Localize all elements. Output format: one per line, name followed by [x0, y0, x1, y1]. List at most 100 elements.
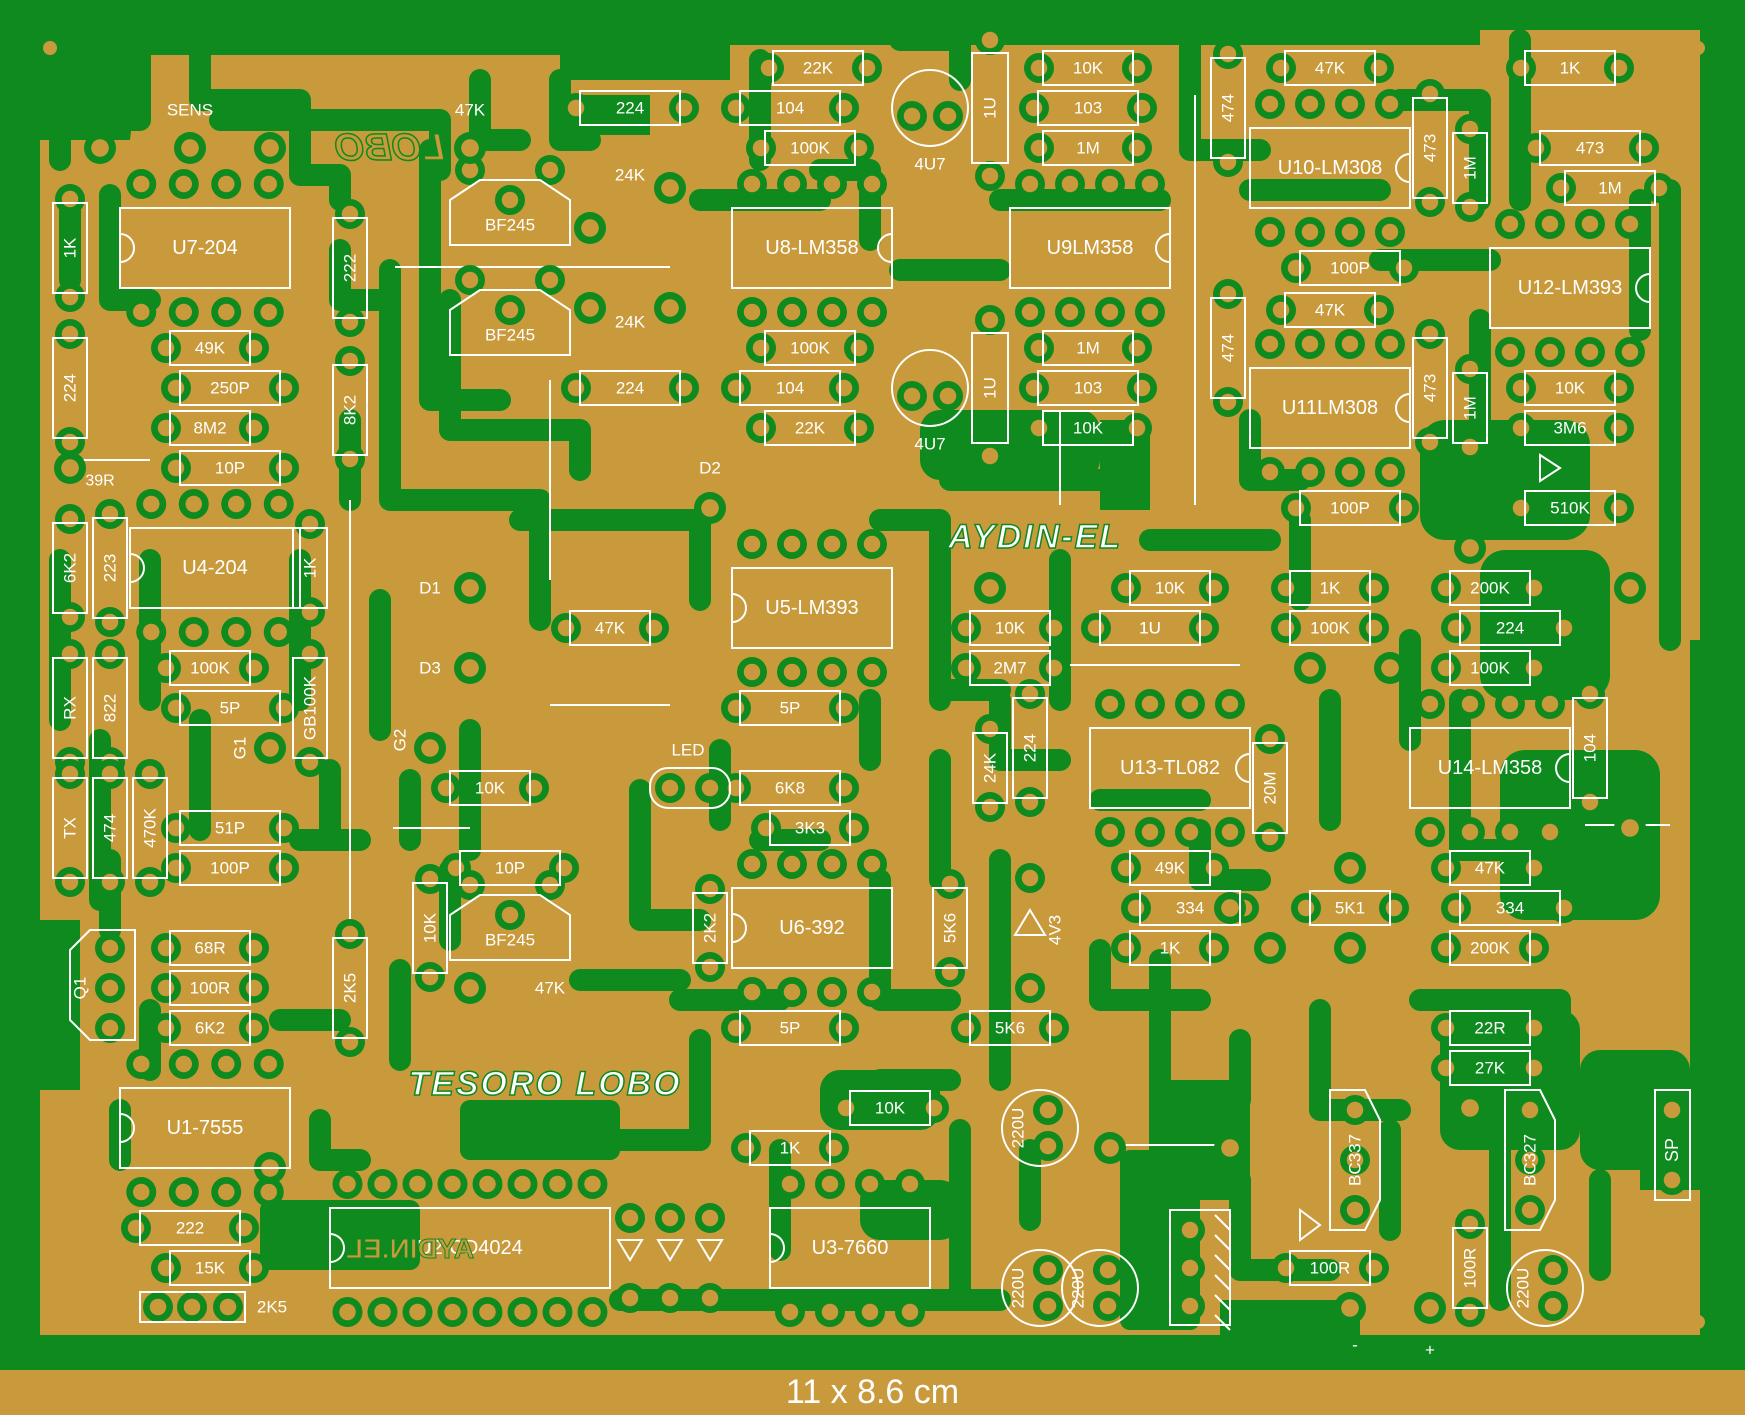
pad-hole	[1030, 59, 1048, 77]
cap220_b-body	[1001, 1249, 1079, 1327]
r6k2_b-body	[169, 1010, 251, 1046]
c104_c-label: 104	[1581, 734, 1600, 762]
r100k_c-body	[169, 650, 251, 686]
r47k_b-label: 47K	[1315, 301, 1346, 320]
pad-hole	[245, 1259, 263, 1277]
pad-hole	[167, 699, 185, 717]
pad-hole	[1128, 139, 1146, 157]
pad-hole	[133, 175, 150, 193]
c1u_c-label: 1U	[981, 97, 1000, 119]
pad-hole	[167, 859, 185, 877]
pad-hole	[567, 379, 585, 397]
c473_c-body	[1412, 337, 1448, 439]
pad-hole	[1221, 695, 1239, 713]
pad-hole	[341, 1033, 359, 1051]
u2-outline	[329, 1207, 611, 1289]
pad-hole	[661, 1289, 679, 1307]
u5-outline	[731, 567, 893, 649]
pad-hole	[858, 59, 876, 77]
r5k6_b-label: 5K6	[995, 1019, 1025, 1038]
u9-notch	[1155, 233, 1171, 263]
pad-hole	[1525, 1019, 1543, 1037]
pad-hole	[1381, 95, 1399, 113]
c224_b-body	[579, 370, 681, 406]
u7-notch	[119, 233, 135, 263]
c100p_a-label: 100P	[1330, 259, 1370, 278]
pad-hole	[1610, 499, 1628, 517]
pad-hole	[61, 288, 79, 306]
pad-hole	[339, 1303, 356, 1321]
r15k-body	[169, 1250, 251, 1286]
pad-hole	[1030, 339, 1048, 357]
c10p_a-body	[179, 450, 281, 486]
pad-hole	[1381, 223, 1399, 241]
r100k_e-label: 100K	[1470, 659, 1510, 678]
pad-hole	[133, 1183, 150, 1201]
pad-hole	[1581, 685, 1599, 703]
pad-hole	[939, 107, 957, 125]
pad-hole	[91, 139, 109, 157]
c1u_c-body	[971, 52, 1009, 164]
c10p_b-body	[459, 850, 561, 886]
u7-outline	[119, 207, 291, 289]
c104_a-label: 104	[776, 99, 804, 118]
r8k2-body	[332, 364, 368, 456]
diode-symbol	[616, 1239, 644, 1262]
pad-hole	[1555, 899, 1573, 917]
pad-hole	[157, 979, 175, 997]
u10-notch	[1395, 153, 1411, 183]
pad-hole	[1555, 619, 1573, 637]
r68r-body	[169, 930, 251, 966]
c10p_a-label: 10P	[215, 459, 245, 478]
pad-hole	[1421, 325, 1439, 343]
r2k5_a-body	[332, 937, 368, 1039]
r10k_h-body	[1129, 570, 1211, 606]
pad-hole	[581, 299, 599, 317]
r6k2_b-label: 6K2	[195, 1019, 225, 1038]
c473_c-label: 473	[1421, 374, 1440, 402]
pad-hole	[1261, 223, 1279, 241]
pad-hole	[1461, 360, 1479, 378]
u11-notch	[1395, 393, 1411, 423]
pad-hole	[901, 1303, 919, 1321]
u14-outline	[1409, 727, 1571, 809]
pad-hole	[260, 1055, 277, 1073]
pad-hole	[341, 450, 359, 468]
pad-hole	[501, 906, 519, 924]
hatch	[1214, 1314, 1231, 1331]
c5p_b-label: 5P	[780, 699, 801, 718]
c5p_a-label: 5P	[220, 699, 241, 718]
r1m_b-body	[1452, 132, 1488, 204]
power-connector	[1169, 1209, 1231, 1326]
r1k_f-label: 1K	[780, 1139, 801, 1158]
logo-tesoro: TESORO LOBO	[408, 1065, 681, 1103]
pad-hole	[1277, 619, 1295, 637]
pad-hole	[1461, 695, 1479, 713]
u3-outline	[769, 1207, 931, 1289]
pad-hole	[61, 510, 79, 528]
r5k1_a-label: 5K1	[1335, 899, 1365, 918]
pad-hole	[760, 59, 778, 77]
pad-hole	[701, 880, 719, 898]
pad-hole	[479, 1175, 496, 1193]
pad-hole	[825, 1139, 843, 1157]
r3k3-body	[769, 810, 851, 846]
c224_a-body	[579, 90, 681, 126]
r1k_e-label: 1K	[1160, 939, 1181, 958]
pad-hole	[1181, 695, 1199, 713]
pad-hole	[127, 1219, 145, 1237]
r1m_d-body	[1042, 330, 1134, 366]
pad-hole	[525, 779, 543, 797]
pad-hole	[1341, 463, 1359, 481]
pad-hole	[301, 603, 319, 621]
pad-hole	[1272, 301, 1290, 319]
pad-hole	[1101, 823, 1119, 841]
pad-hole	[157, 659, 175, 677]
pad-hole	[1341, 859, 1359, 877]
r100r_b-body	[1289, 1250, 1371, 1286]
r49k_b-body	[1129, 850, 1211, 886]
r1k_f-body	[749, 1130, 831, 1166]
r5k6_a-body	[932, 887, 968, 969]
c473_a-label: 473	[1421, 134, 1440, 162]
c822-body	[92, 657, 128, 759]
